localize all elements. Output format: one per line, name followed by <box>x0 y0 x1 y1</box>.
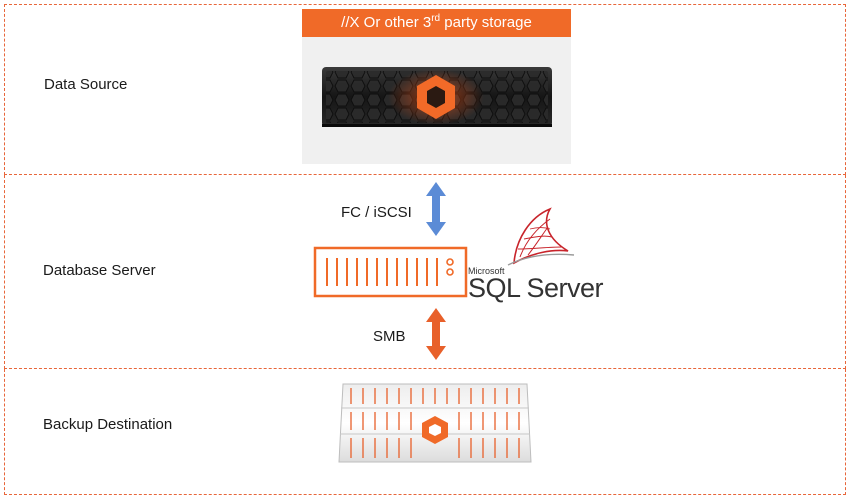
database-server-band <box>4 175 846 369</box>
rack-server-icon <box>313 246 468 298</box>
storage-banner-superscript: rd <box>431 13 441 24</box>
backup-destination-label: Backup Destination <box>43 416 173 433</box>
fc-iscsi-arrow-icon <box>426 182 446 236</box>
smb-label: SMB <box>373 328 406 345</box>
pure-storage-array-icon <box>322 67 552 127</box>
storage-banner-text: //X Or other 3 <box>341 14 432 31</box>
sql-server-logo-icon <box>507 207 575 266</box>
data-source-band <box>4 4 846 175</box>
sql-server-product: SQL Server <box>468 273 604 303</box>
fc-iscsi-label: FC / iSCSI <box>341 204 412 221</box>
storage-banner: //X Or other 3rd party storage <box>302 9 571 37</box>
database-server-label: Database Server <box>43 262 156 279</box>
data-source-label: Data Source <box>44 76 128 93</box>
storage-banner-suffix: party storage <box>440 14 532 31</box>
storage-card: //X Or other 3rd party storage <box>302 9 571 164</box>
backup-destination-band <box>4 369 846 495</box>
flashblade-chassis-icon <box>338 383 532 463</box>
sql-server-maker: Microsoft <box>468 266 505 276</box>
smb-arrow-icon <box>426 308 446 360</box>
